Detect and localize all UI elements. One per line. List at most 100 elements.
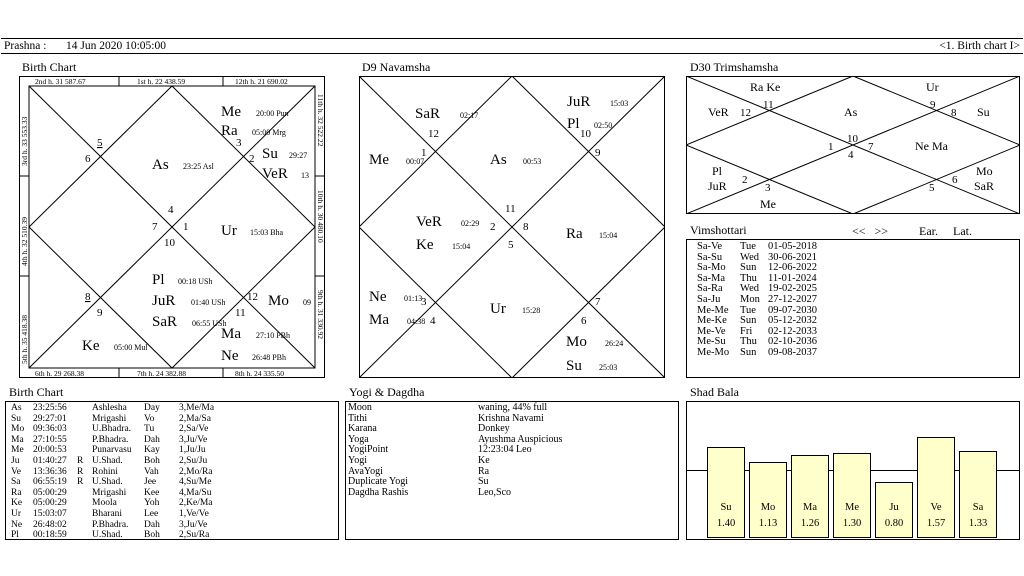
bc-house-2: 2 xyxy=(249,153,255,165)
bc-house-11: 11 xyxy=(235,307,246,319)
yogi-label: Dagdha Rashis xyxy=(348,486,409,498)
vimshottari-nav-buttons[interactable]: << >> xyxy=(852,224,889,238)
bc-planet-su: Su xyxy=(262,146,278,162)
tr-house-10: 10 xyxy=(847,133,859,145)
birth-cell-syllable: Vo xyxy=(144,413,155,424)
shad-bala-bar-value: 1.26 xyxy=(800,517,820,529)
tr-house-8: 8 xyxy=(951,107,957,119)
birth-cell-planet: Ve xyxy=(11,466,22,477)
nv-planet-pl-deg: 02:50 xyxy=(594,121,612,130)
nv-planet-ra-deg: 15:04 xyxy=(599,231,617,240)
bc-planet-sar-deg: 06:55 USh xyxy=(192,319,226,328)
birth-cell-syllable: Yoh xyxy=(144,498,160,509)
bc-house-1: 1 xyxy=(183,221,189,233)
tr-planet-jur: JuR xyxy=(708,179,727,193)
bc-cusp-top-1: 1st h. 22 438.59 xyxy=(137,77,185,86)
birth-cell-longitude: 01:40:27 xyxy=(33,455,67,466)
bc-planet-ver: VeR xyxy=(262,166,288,182)
tr-planet-ver: VeR xyxy=(708,105,729,119)
bc-house-8: 8 xyxy=(85,291,91,303)
bc-planet-su-deg: 29:27 xyxy=(289,151,307,160)
tr-planet-sar: SaR xyxy=(974,179,994,193)
birth-cell-retro-flag: R xyxy=(77,477,84,488)
nv-house-1: 1 xyxy=(421,147,427,159)
dasha-date: 11-01-2024 xyxy=(768,272,817,284)
shad-bala-bar-name: Sa xyxy=(972,501,984,513)
yogi-title: Yogi & Dagdha xyxy=(349,385,425,399)
bc-planet-mo-deg: 09 xyxy=(303,298,311,307)
bc-planet-ne-deg: 26:48 PBh xyxy=(252,353,286,362)
vimshottari-later-button[interactable]: Lat. xyxy=(953,224,972,238)
nv-planet-ur: Ur xyxy=(490,301,506,317)
birth-cell-nakshatra: P.Bhadra. xyxy=(92,434,129,445)
bc-house-9: 9 xyxy=(97,307,103,319)
tr-house-7: 7 xyxy=(868,141,874,153)
shad-bala-bar-value: 1.30 xyxy=(842,517,862,529)
nv-planet-ver-deg: 02:29 xyxy=(461,219,479,228)
nv-house-11: 11 xyxy=(505,203,516,215)
header-bar xyxy=(1,38,1023,54)
vimshottari-earlier-button[interactable]: Ear. xyxy=(919,224,938,238)
yogi-label: AvaYogi xyxy=(348,465,383,477)
vimshottari-panel xyxy=(686,239,1020,378)
tr-house-11: 11 xyxy=(763,99,774,111)
nv-house-6: 6 xyxy=(581,315,587,327)
birth-cell-nakshatra: U.Shad. xyxy=(92,455,123,466)
dasha-period: Sa-Ma xyxy=(697,272,725,284)
chart-nav-button[interactable]: <1. Birth chart I> xyxy=(939,40,1020,52)
birth-cell-pada-lords: 3,Ju/Ve xyxy=(179,519,208,530)
birth-cell-syllable: Kay xyxy=(144,445,160,456)
dasha-weekday: Mon xyxy=(740,293,760,305)
birth-cell-longitude: 05:00:29 xyxy=(33,498,67,509)
tr-planet-me: Me xyxy=(760,197,776,211)
nv-planet-ur-deg: 15:28 xyxy=(522,306,540,315)
birth-cell-retro-flag: R xyxy=(77,455,84,466)
bc-planet-ur-deg: 15:03 Bha xyxy=(250,228,284,237)
birth-cell-syllable: Kee xyxy=(144,487,160,498)
nv-planet-mo: Mo xyxy=(566,334,587,350)
nv-planet-jur-deg: 15:03 xyxy=(610,99,628,108)
birth-chart-panel[interactable] xyxy=(19,76,325,378)
bc-planet-ma: Ma xyxy=(221,326,241,342)
birth-cell-pada-lords: 3,Me/Ma xyxy=(179,403,215,413)
dasha-date: 19-02-2025 xyxy=(768,283,817,295)
yogi-value: Leo,Sco xyxy=(478,486,512,498)
shad-bala-title: Shad Bala xyxy=(690,385,739,399)
nv-house-2: 2 xyxy=(490,221,496,233)
nv-planet-jur: JuR xyxy=(567,94,590,110)
trimshamsha-svg: 11 12 9 8 10 1 4 7 2 3 5 6 Ra Ke Ur VeR … xyxy=(686,76,1020,214)
bc-planet-as: As xyxy=(152,157,169,173)
birth-cell-pada-lords: 2,Su/Ju xyxy=(179,455,208,466)
dasha-date: 12-06-2022 xyxy=(768,262,817,274)
birth-cell-planet: Me xyxy=(11,445,24,456)
